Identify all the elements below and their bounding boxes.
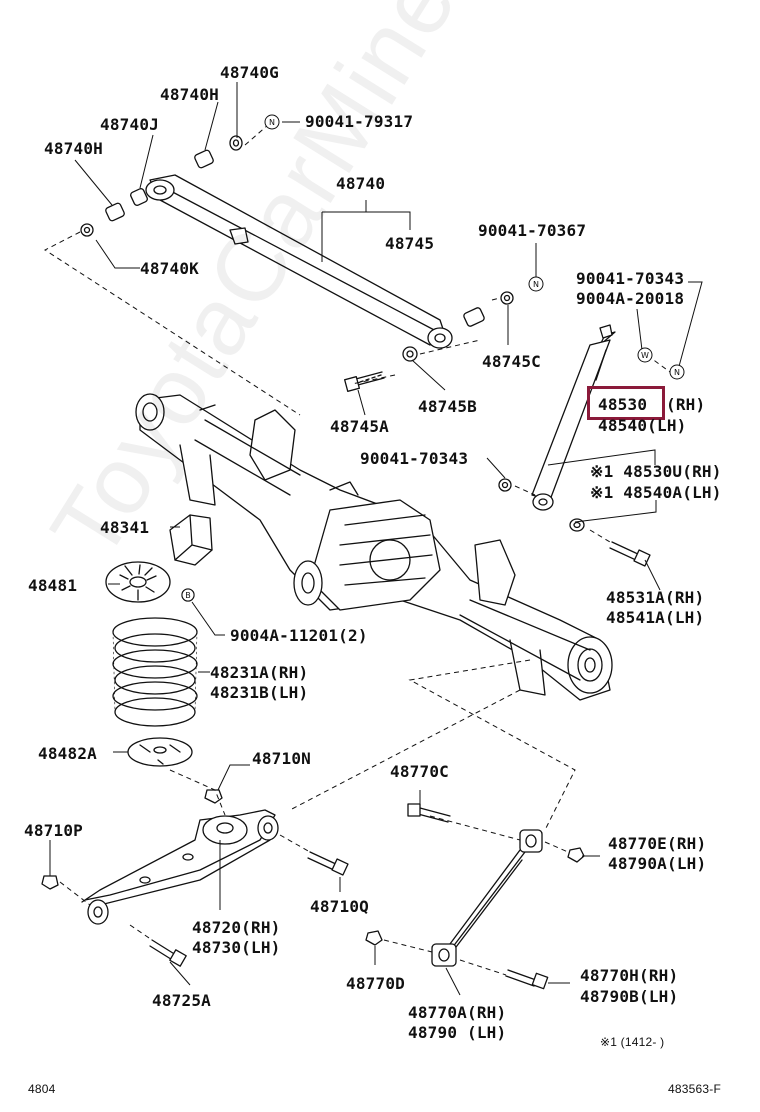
bushing-48740J: [130, 188, 148, 206]
label-48740H-left[interactable]: 48740H: [44, 139, 103, 158]
callout-n2-letter: N: [533, 280, 539, 289]
washer-shock-bottom: [569, 518, 585, 532]
label-48790B[interactable]: 48790B(LH): [580, 987, 679, 1006]
callout-n1-letter: N: [269, 118, 275, 127]
axle-housing: [135, 393, 613, 701]
label-48341[interactable]: 48341: [100, 518, 150, 537]
footer-page-code: 4804: [28, 1082, 56, 1096]
bushing-48740H-left: [105, 202, 125, 222]
washer-48745B: [402, 346, 418, 362]
nut-shock-top: [498, 478, 512, 492]
label-48740H-top[interactable]: 48740H: [160, 85, 219, 104]
nut-48710N: [204, 789, 223, 804]
label-48710N[interactable]: 48710N: [252, 749, 311, 768]
callout-b1-letter: B: [185, 591, 191, 600]
label-48530-rh: (RH): [666, 395, 706, 414]
callout-b1: [181, 588, 195, 602]
label-48770C[interactable]: 48770C: [390, 762, 449, 781]
label-48745C[interactable]: 48745C: [482, 352, 541, 371]
label-90041-70343-top[interactable]: 90041-70343: [576, 269, 685, 288]
label-48745B[interactable]: 48745B: [418, 397, 477, 416]
label-48710P[interactable]: 48710P: [24, 821, 83, 840]
footnote-note: ※1 (1412- ): [600, 1035, 665, 1049]
nut-48770D: [365, 930, 383, 946]
callout-n1: [264, 114, 280, 130]
label-48770H[interactable]: 48770H(RH): [580, 966, 679, 985]
label-48740[interactable]: 48740: [336, 174, 386, 193]
nut-48770E: [567, 847, 585, 863]
label-9004A-11201[interactable]: 9004A-11201(2): [230, 626, 368, 645]
label-48790A[interactable]: 48790A(LH): [608, 854, 707, 873]
washer-48740K: [80, 223, 94, 237]
label-48481[interactable]: 48481: [28, 576, 78, 595]
label-48745[interactable]: 48745: [385, 234, 435, 253]
label-90041-79317[interactable]: 90041-79317: [305, 112, 414, 131]
bolt-48531A: [609, 541, 651, 567]
bump-stopper: [169, 514, 213, 566]
label-90041-70367[interactable]: 90041-70367: [478, 221, 587, 240]
bolt-48710Q: [307, 851, 349, 876]
label-48540A[interactable]: ※1 48540A(LH): [590, 483, 722, 502]
label-48541A[interactable]: 48541A(LH): [606, 608, 705, 627]
label-48531A[interactable]: 48531A(RH): [606, 588, 705, 607]
label-90041-70343-mid[interactable]: 90041-70343: [360, 449, 469, 468]
lateral-rod: [145, 174, 453, 349]
label-48730[interactable]: 48730(LH): [192, 938, 281, 957]
callout-n3: [669, 364, 685, 380]
label-48740K[interactable]: 48740K: [140, 259, 199, 278]
callout-w1-letter: W: [641, 351, 649, 360]
label-48740G[interactable]: 48740G: [220, 63, 279, 82]
label-48530U[interactable]: ※1 48530U(RH): [590, 462, 722, 481]
callout-w1: [637, 347, 653, 363]
bushing-48745: [463, 307, 485, 327]
bolt-48770H: [505, 969, 549, 990]
callout-n3-letter: N: [674, 368, 680, 377]
label-48770E[interactable]: 48770E(RH): [608, 834, 707, 853]
label-48740J[interactable]: 48740J: [100, 115, 159, 134]
callout-n2: [528, 276, 544, 292]
washer-48745C: [500, 291, 514, 305]
label-48540[interactable]: 48540(LH): [598, 416, 687, 435]
bushing-48740H-top: [194, 149, 214, 169]
label-48725A[interactable]: 48725A: [152, 991, 211, 1010]
label-48710Q[interactable]: 48710Q: [310, 897, 369, 916]
nut-48710P: [41, 875, 59, 890]
highlight-48530: [587, 386, 665, 420]
label-48720[interactable]: 48720(RH): [192, 918, 281, 937]
label-48790[interactable]: 48790 (LH): [408, 1023, 507, 1042]
coil-spring: [112, 617, 198, 727]
washer-48740G: [229, 135, 243, 151]
leader-lines: [49, 82, 703, 996]
dashed-lines: [44, 124, 671, 976]
spring-insulator-upper: [105, 561, 171, 603]
bolt-48745A: [344, 371, 385, 392]
label-48770A[interactable]: 48770A(RH): [408, 1003, 507, 1022]
label-48482A[interactable]: 48482A: [38, 744, 97, 763]
label-48745A[interactable]: 48745A: [330, 417, 389, 436]
bolt-48725A: [149, 939, 187, 967]
label-48770D[interactable]: 48770D: [346, 974, 405, 993]
label-48231B[interactable]: 48231B(LH): [210, 683, 309, 702]
lower-control-arm: [81, 809, 279, 925]
spring-insulator-lower: [127, 737, 193, 767]
label-48530[interactable]: 48530: [598, 395, 648, 414]
footer-figure-code: 483563-F: [668, 1082, 721, 1096]
label-9004A-20018[interactable]: 9004A-20018: [576, 289, 685, 308]
label-48231A[interactable]: 48231A(RH): [210, 663, 309, 682]
shock-absorber: [531, 324, 616, 511]
upper-control-arm: [431, 829, 543, 967]
bolt-48770C: [407, 803, 451, 823]
